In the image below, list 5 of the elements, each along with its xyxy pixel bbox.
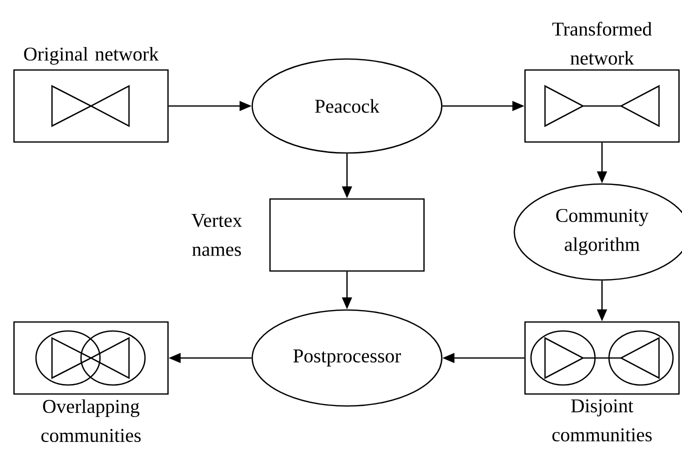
box-caption: Overlapping communities [41, 399, 141, 442]
box-caption: Original network [24, 46, 159, 65]
box-caption: Transformed network [552, 22, 652, 65]
box-caption: Disjoint communities [552, 399, 652, 442]
box-caption: Vertex names [191, 214, 242, 256]
